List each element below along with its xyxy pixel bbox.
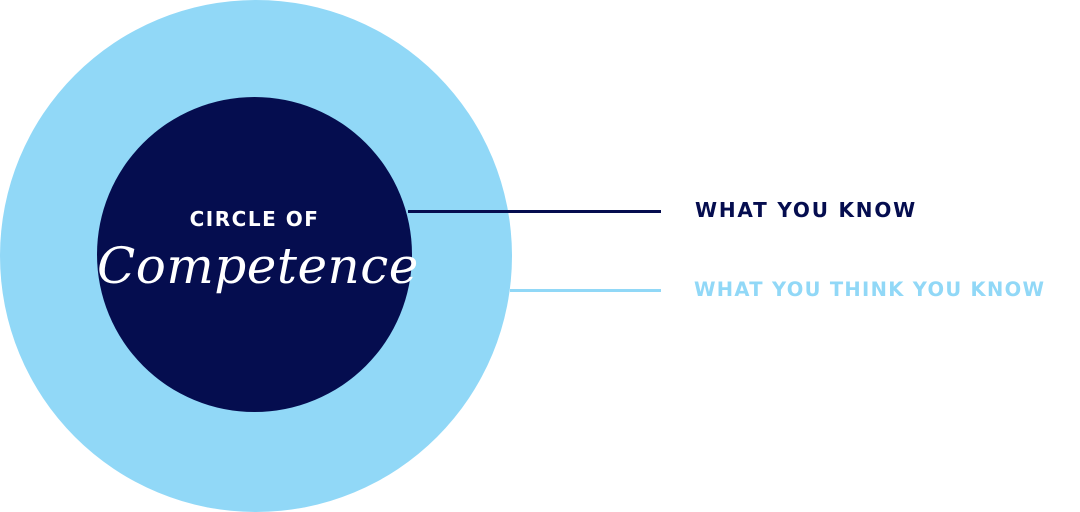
- inner-circle-know: [97, 97, 412, 412]
- circle-script-title: Competence: [97, 237, 419, 295]
- leader-line-what-you-think-you-know: [510, 289, 661, 292]
- circle-heading: CIRCLE OF: [189, 207, 320, 231]
- leader-line-what-you-know: [408, 210, 661, 213]
- label-what-you-know: WHAT YOU KNOW: [695, 198, 918, 222]
- label-what-you-think-you-know: WHAT YOU THINK YOU KNOW: [694, 278, 1046, 301]
